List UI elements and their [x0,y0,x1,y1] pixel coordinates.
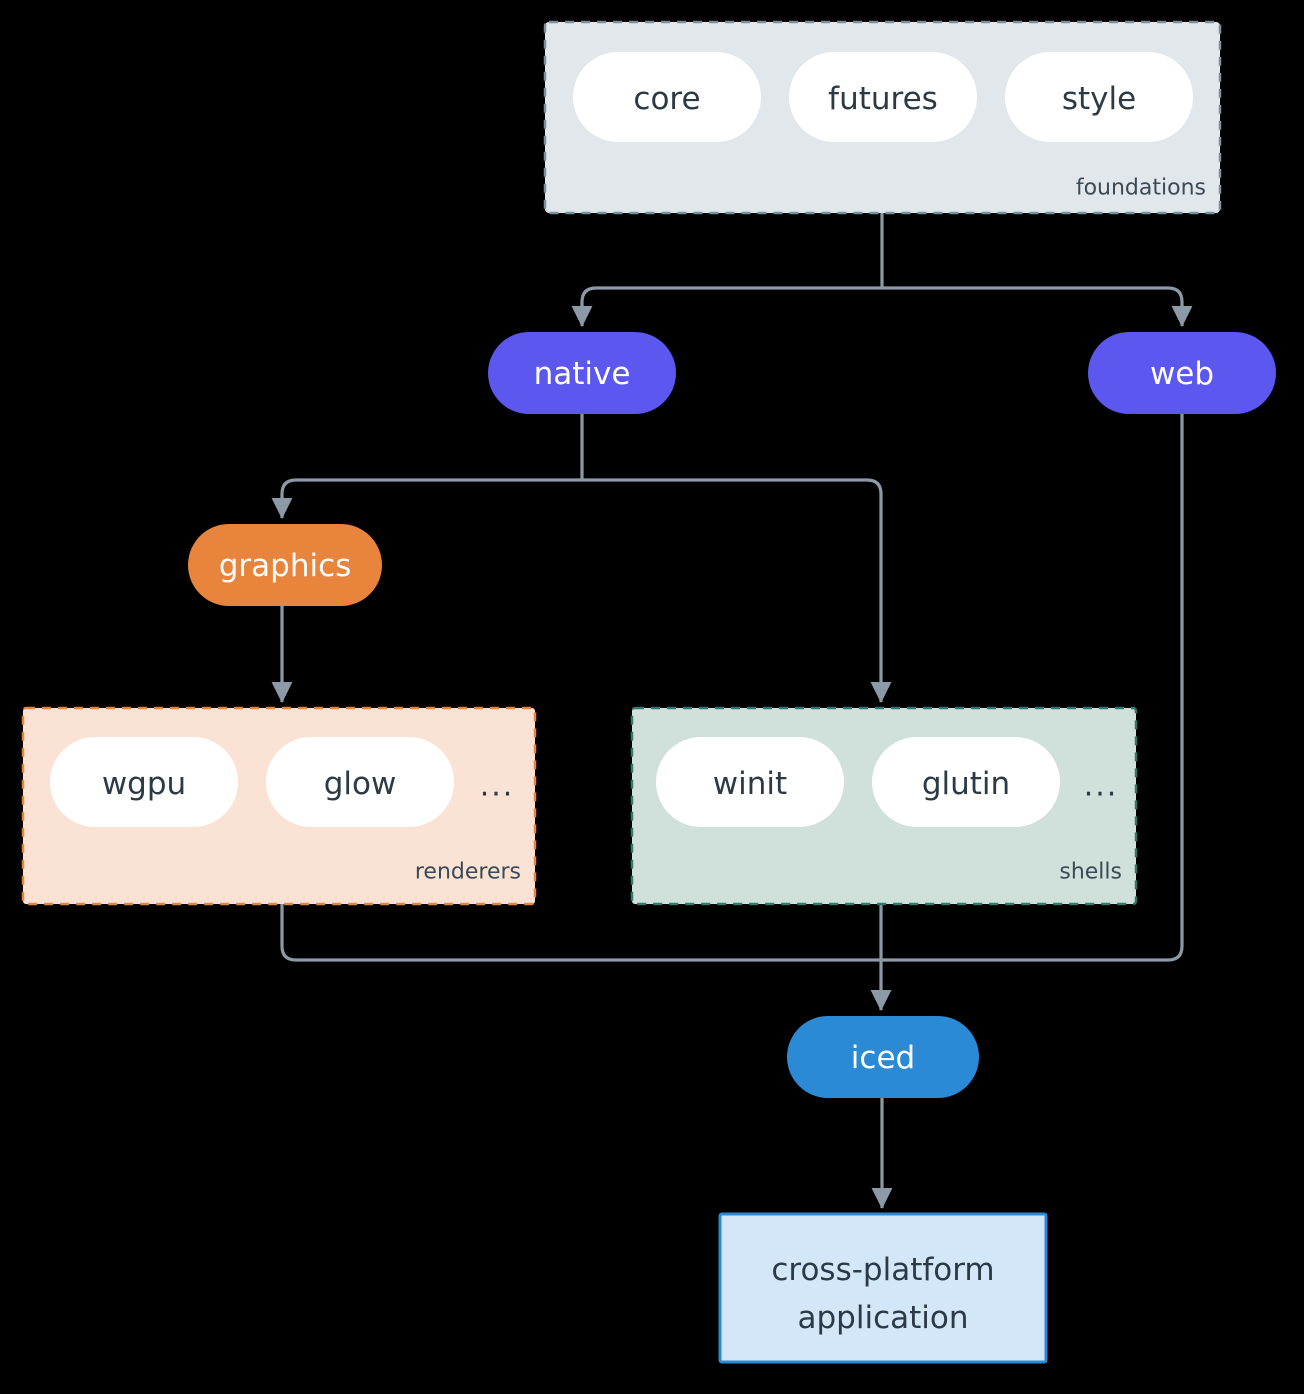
node-graphics-label: graphics [219,548,352,584]
pill-glow-label: glow [324,766,397,802]
node-graphics-shape[interactable] [188,524,382,606]
pill-glutin-label: glutin [922,766,1010,802]
foundations-member-style[interactable]: style [1005,52,1193,142]
pill-glutin[interactable] [872,737,1060,827]
node-native[interactable]: native [488,332,676,414]
node-native-label: native [534,356,631,392]
group-renderers: wgpu glow ... renderers [21,706,537,906]
node-iced[interactable]: iced [787,1016,979,1098]
pill-core[interactable] [573,52,761,142]
group-shells: winit glutin ... shells [630,706,1138,906]
node-iced-label: iced [851,1040,915,1076]
edge-native-to-shells [582,478,892,703]
group-renderers-caption: renderers [415,860,521,885]
node-graphics[interactable]: graphics [188,524,382,606]
renderers-ellipsis: ... [480,769,515,804]
edge-native-to-graphics [271,478,582,519]
edge-layer [271,213,1193,1209]
terminal-label-line-2: application [798,1300,969,1336]
edge-foundations-to-native [571,286,882,327]
foundations-member-futures[interactable]: futures [789,52,977,142]
shells-ellipsis: ... [1084,769,1119,804]
group-foundations-caption: foundations [1076,176,1206,201]
terminal-label-line-1: cross-platform [771,1252,994,1288]
pill-glow[interactable] [266,737,454,827]
edge-renderers-to-merge [280,904,881,962]
node-web[interactable]: web [1088,332,1276,414]
pill-style[interactable] [1005,52,1193,142]
node-cross-platform-application[interactable]: cross-platform application [718,1212,1048,1364]
node-iced-shape[interactable] [787,1016,979,1098]
renderers-member-glow[interactable]: glow [266,737,454,827]
node-native-shape[interactable] [488,332,676,414]
pill-core-label: core [633,81,700,117]
shells-member-winit[interactable]: winit [656,737,844,827]
pill-winit-label: winit [713,766,787,802]
shells-member-glutin[interactable]: glutin [872,737,1060,827]
renderers-member-wgpu[interactable]: wgpu [50,737,238,827]
foundations-member-core[interactable]: core [573,52,761,142]
pill-winit[interactable] [656,737,844,827]
pill-wgpu[interactable] [50,737,238,827]
node-web-shape[interactable] [1088,332,1276,414]
edge-web-to-merge [881,414,1184,962]
edge-foundations-to-web [882,286,1193,327]
pill-futures-label: futures [828,81,938,117]
pill-futures[interactable] [789,52,977,142]
pill-wgpu-label: wgpu [102,766,186,802]
pill-style-label: style [1062,81,1136,117]
terminal-box-shape[interactable] [718,1212,1048,1364]
node-web-label: web [1150,356,1214,392]
group-shells-caption: shells [1059,860,1122,885]
group-foundations: core futures style foundations [543,20,1222,215]
